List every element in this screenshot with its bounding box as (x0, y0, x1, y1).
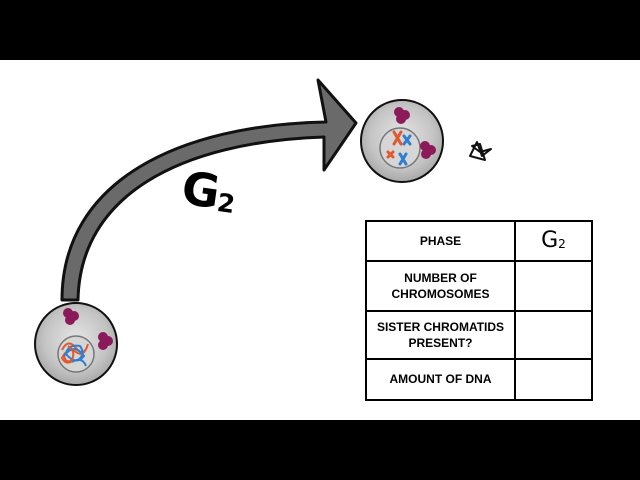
chromosome (386, 130, 412, 166)
row-label: AMOUNT OF DNA (365, 358, 516, 401)
centrosome (63, 308, 113, 350)
curved-arrow-icon (60, 78, 358, 302)
table-row: NUMBER OF CHROMOSOMES (365, 260, 593, 312)
cell-before (34, 302, 118, 386)
centrosome (394, 107, 436, 159)
diagram-canvas: G2 PHASE G2 NUMBER OF CHROMOSOMES SISTER… (0, 60, 640, 420)
row-label: SISTER CHROMATIDS PRESENT? (365, 310, 516, 360)
table-row: PHASE G2 (365, 220, 593, 262)
cell-after (360, 99, 444, 183)
row-value (514, 358, 593, 401)
letterbox-top (0, 0, 640, 60)
row-label: NUMBER OF CHROMOSOMES (365, 260, 516, 312)
row-value (514, 260, 593, 312)
data-table: PHASE G2 NUMBER OF CHROMOSOMES SISTER CH… (365, 220, 593, 401)
star-icon (469, 141, 492, 161)
row-value (514, 310, 593, 360)
cell-cycle-diagram (34, 78, 492, 386)
row-value: G2 (514, 220, 593, 262)
row-label: PHASE (365, 220, 516, 262)
letterbox-bottom (0, 420, 640, 480)
tangled-chromatin (60, 342, 89, 367)
table-row: SISTER CHROMATIDS PRESENT? (365, 310, 593, 360)
table-row: AMOUNT OF DNA (365, 358, 593, 401)
phase-label: G2 (178, 160, 236, 220)
